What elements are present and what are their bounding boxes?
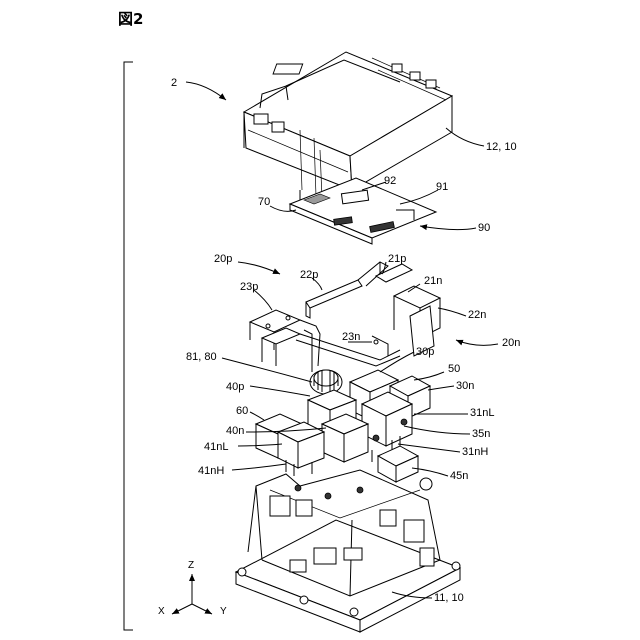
- label-41nL: 41nL: [204, 441, 228, 453]
- label-21p: 21p: [388, 253, 406, 265]
- circuit-board-90: [290, 178, 436, 244]
- bus-bar-assembly: [250, 262, 440, 372]
- label-case-top: 12, 10: [486, 141, 517, 153]
- bottom-case: [236, 470, 460, 632]
- label-90: 90: [478, 222, 490, 234]
- label-22n: 22n: [468, 309, 486, 321]
- label-22p: 22p: [300, 269, 318, 281]
- axis-y-label: Y: [220, 606, 227, 617]
- label-23n: 23n: [342, 331, 360, 343]
- label-30p: 30p: [416, 346, 434, 358]
- axis-x-label: X: [158, 606, 165, 617]
- label-41nH: 41nH: [198, 465, 224, 477]
- axis-z-label: Z: [188, 560, 194, 571]
- label-21n: 21n: [424, 275, 442, 287]
- label-60: 60: [236, 405, 248, 417]
- label-30n: 30n: [456, 380, 474, 392]
- label-31nL: 31nL: [470, 407, 494, 419]
- label-20p: 20p: [214, 253, 232, 265]
- label-31nH: 31nH: [462, 446, 488, 458]
- label-91: 91: [436, 181, 448, 193]
- label-70: 70: [258, 196, 270, 208]
- axis-triad: Z X Y: [158, 560, 227, 617]
- figure-label: 図2: [118, 10, 143, 28]
- assembly-bracket: [124, 62, 133, 630]
- ferrite-core: [310, 370, 342, 394]
- label-40p: 40p: [226, 381, 244, 393]
- label-40n: 40n: [226, 425, 244, 437]
- component-row: [256, 370, 432, 490]
- label-assembly: 2: [171, 77, 177, 89]
- label-23p: 23p: [240, 281, 258, 293]
- label-20n: 20n: [502, 337, 520, 349]
- label-45n: 45n: [450, 470, 468, 482]
- label-50: 50: [448, 363, 460, 375]
- label-case-bottom: 11, 10: [434, 592, 464, 604]
- label-81-80: 81, 80: [186, 351, 217, 363]
- label-92: 92: [384, 175, 396, 187]
- label-35n: 35n: [472, 428, 490, 440]
